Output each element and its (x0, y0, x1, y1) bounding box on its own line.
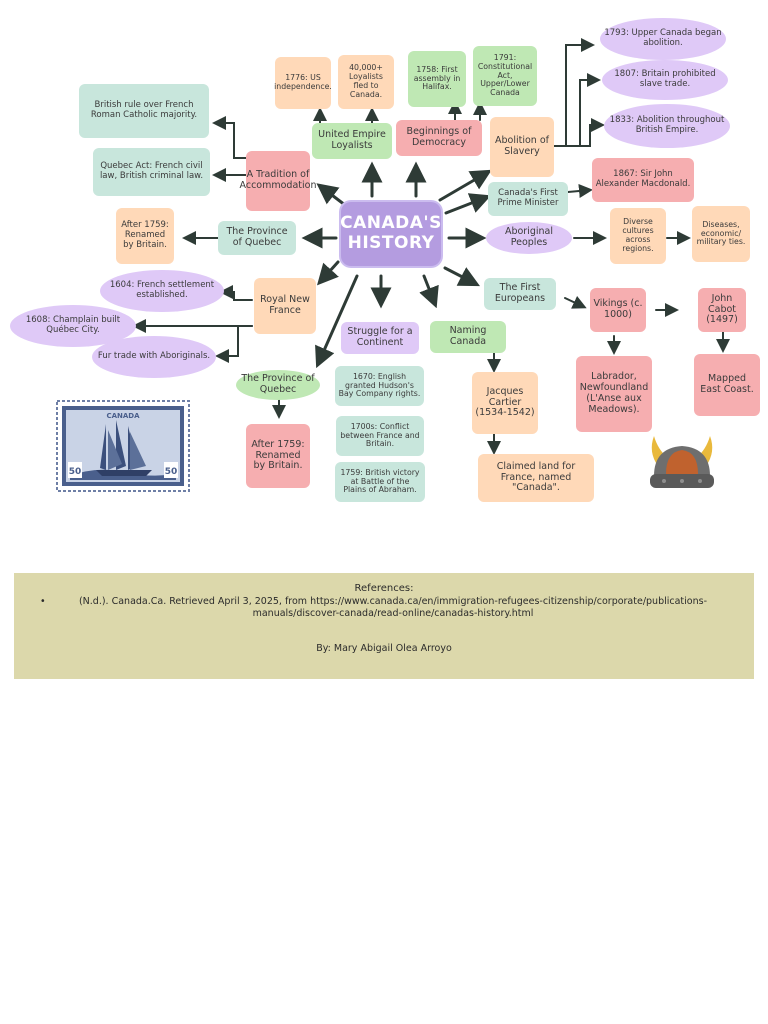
node-after-1759-renamed-b: After 1759: Renamed by Britain. (246, 424, 310, 488)
node-jacques-cartier: Jacques Cartier (1534-1542) (472, 372, 538, 434)
node-loyalists-fled: 40,000+ Loyalists fled to Canada. (338, 55, 394, 109)
node-mapped-east-coast: Mapped East Coast. (694, 354, 760, 416)
node-claimed-land: Claimed land for France, named "Canada". (478, 454, 594, 502)
node-1791-constitutional-act: 1791: Constitutional Act, Upper/Lower Ca… (473, 46, 537, 106)
node-aboriginal-peoples: Aboriginal Peoples (486, 222, 572, 254)
center-title-node: CANADA'S HISTORY (340, 202, 441, 266)
svg-text:50: 50 (165, 467, 178, 477)
node-abolition-of-slavery: Abolition of Slavery (490, 117, 554, 177)
reference-entry: • (N.d.). Canada.Ca. Retrieved April 3, … (32, 596, 736, 621)
node-royal-new-france: Royal New France (254, 278, 316, 334)
node-vikings: Vikings (c. 1000) (590, 288, 646, 332)
author-credit: By: Mary Abigail Olea Arroyo (316, 642, 452, 654)
viking-helmet-icon (650, 436, 714, 488)
node-1776-us-independence: 1776: US independence. (274, 57, 332, 109)
node-province-of-quebec-a: The Province of Quebec (218, 221, 296, 255)
node-diseases-ties: Diseases, economic/ military ties. (692, 206, 750, 262)
svg-text:CANADA: CANADA (106, 412, 140, 420)
node-struggle-for-continent: Struggle for a Continent (341, 322, 419, 354)
node-john-cabot: John Cabot (1497) (698, 288, 746, 332)
node-quebec-act: Quebec Act: French civil law, British cr… (93, 148, 210, 196)
references-box: References: • (N.d.). Canada.Ca. Retriev… (14, 573, 754, 679)
references-title: References: (354, 583, 414, 594)
node-first-europeans: The First Europeans (484, 278, 556, 310)
node-1670-hudsons-bay: 1670: English granted Hudson's Bay Compa… (335, 366, 424, 406)
node-beginnings-of-democracy: Beginnings of Democracy (396, 120, 482, 156)
node-labrador-newfoundland: Labrador, Newfoundland (L'Anse aux Meado… (576, 356, 652, 432)
node-1758-first-assembly: 1758: First assembly in Halifax. (408, 51, 466, 107)
node-1759-british-victory: 1759: British victory at Battle of the P… (335, 462, 425, 502)
node-1793-upper-canada-abolition: 1793: Upper Canada began abolition. (600, 18, 726, 60)
svg-text:50: 50 (69, 467, 82, 477)
reference-text: (N.d.). Canada.Ca. Retrieved April 3, 20… (78, 596, 708, 620)
node-first-prime-minister: Canada's First Prime Minister (488, 182, 568, 216)
node-after-1759-renamed-a: After 1759: Renamed by Britain. (116, 208, 174, 264)
bullet-icon: • (40, 596, 46, 607)
node-1604-french-settlement: 1604: French settlement established. (100, 270, 224, 312)
node-1833-abolition-empire: 1833: Abolition throughout British Empir… (604, 104, 730, 148)
node-province-of-quebec-b: The Province of Quebec (236, 370, 320, 400)
node-tradition-of-accommodation: A Tradition of Accommodation (240, 151, 316, 211)
node-naming-canada: Naming Canada (430, 321, 506, 353)
node-1807-slave-trade-prohibited: 1807: Britain prohibited slave trade. (602, 60, 728, 100)
node-diverse-cultures: Diverse cultures across regions. (610, 208, 666, 264)
node-united-empire-loyalists: United Empire Loyalists (312, 123, 392, 159)
node-1867-macdonald: 1867: Sir John Alexander Macdonald. (592, 158, 694, 202)
canada-stamp-image: CANADA 50 50 (56, 400, 190, 492)
node-fur-trade: Fur trade with Aboriginals. (92, 336, 216, 378)
node-1700s-conflict: 1700s: Conflict between France and Brita… (336, 416, 424, 456)
node-british-rule: British rule over French Roman Catholic … (79, 84, 209, 138)
